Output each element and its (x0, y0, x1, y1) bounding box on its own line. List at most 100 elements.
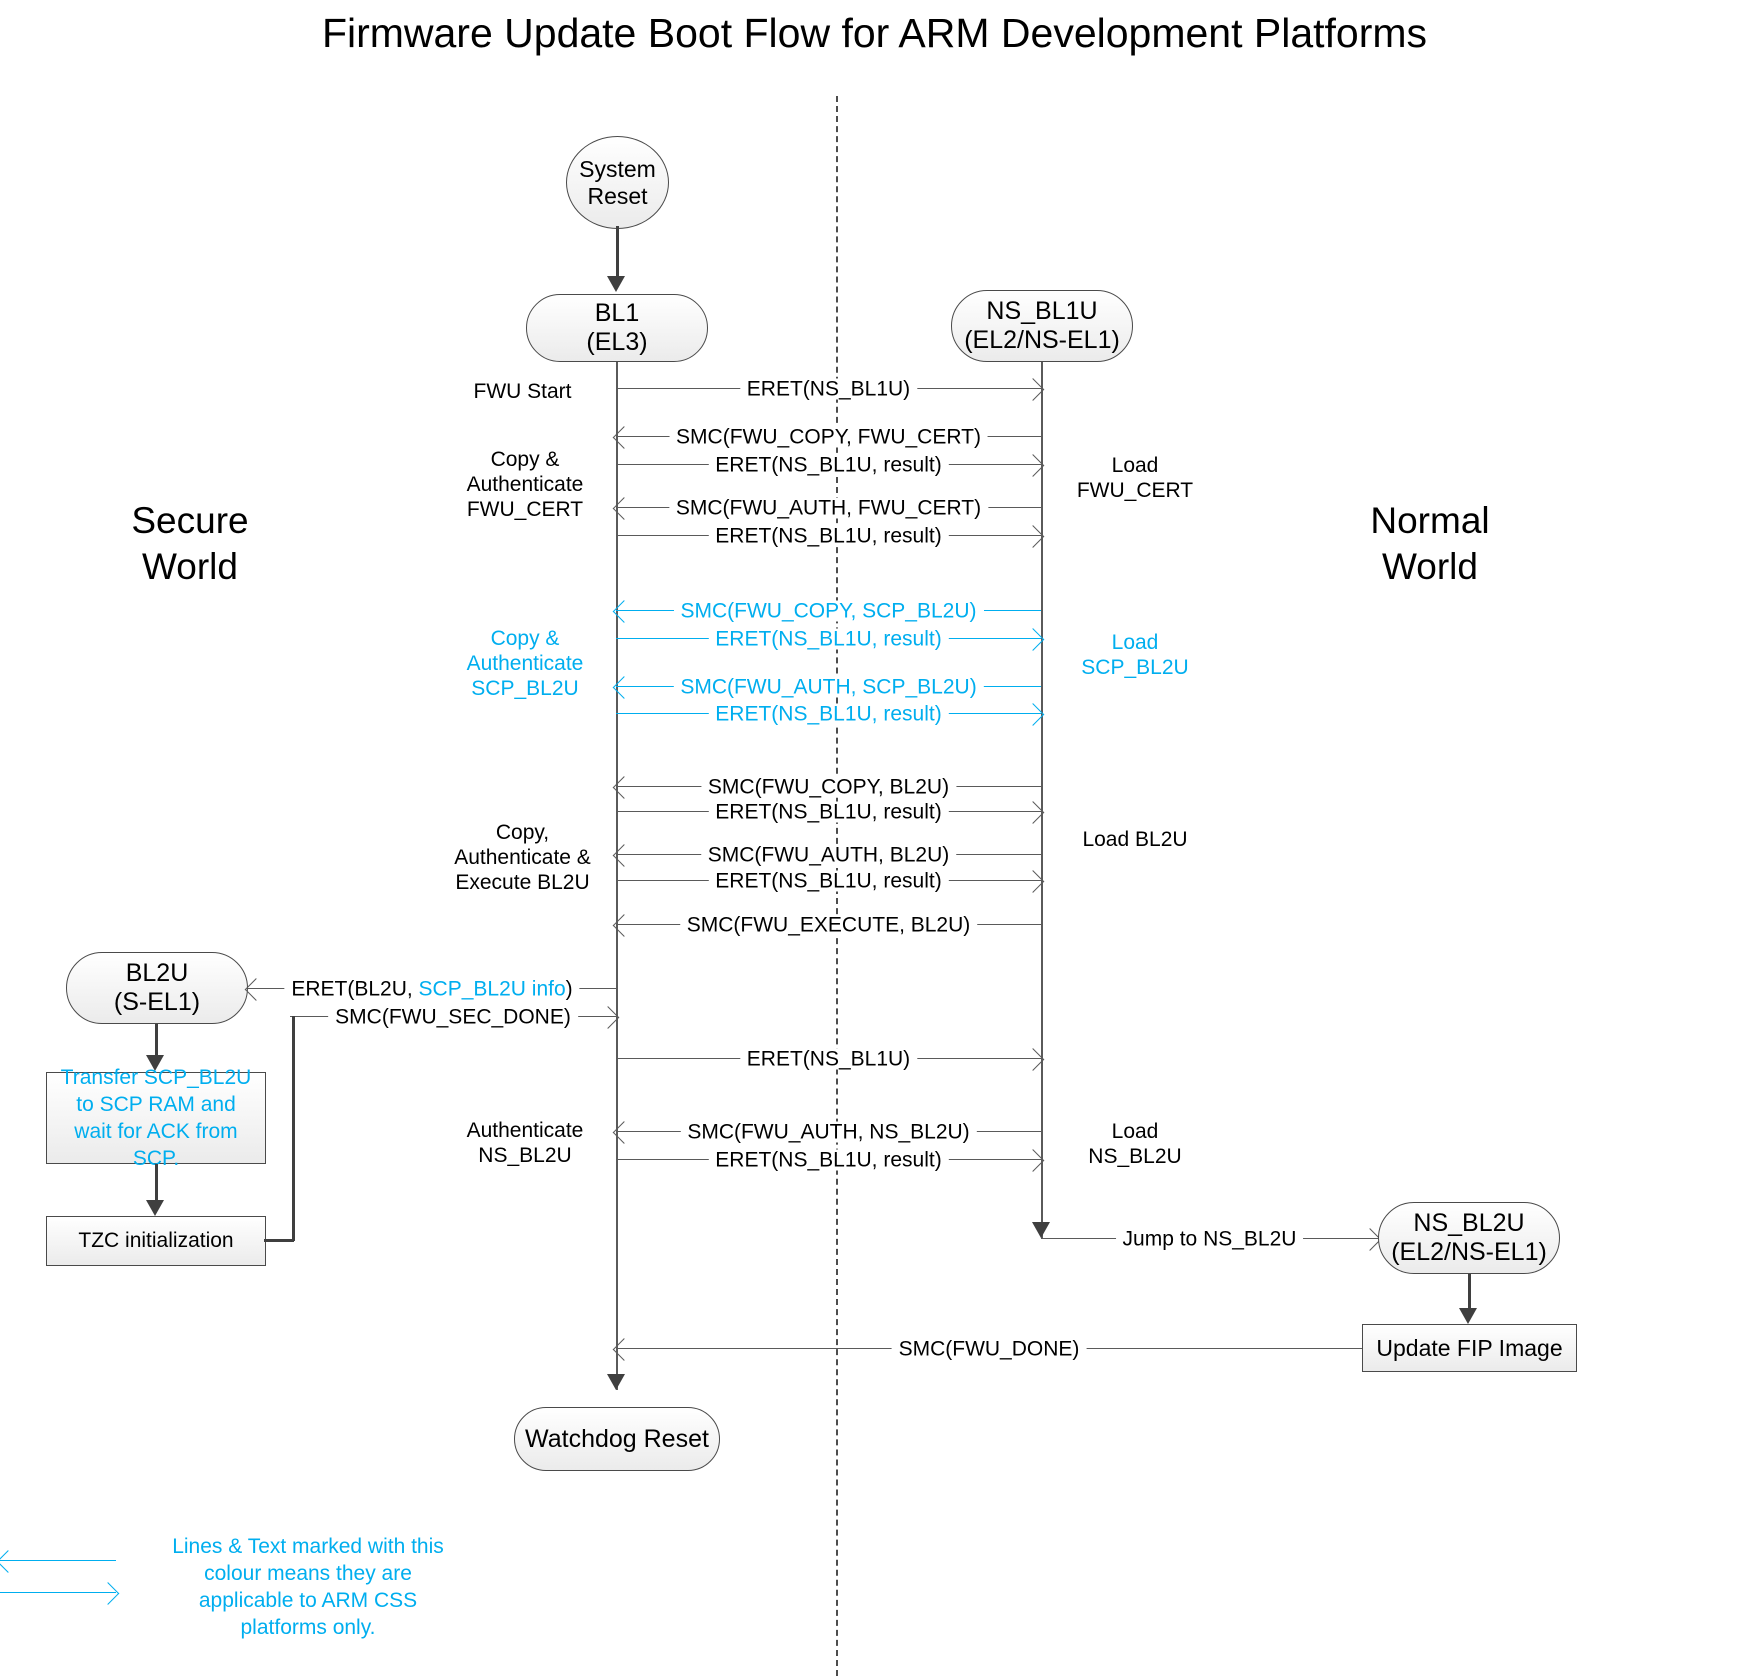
node-ns-bl1u-line1: NS_BL1U (986, 297, 1098, 325)
left-label-copy-auth-exec-bl2u: Copy, Authenticate & Execute BL2U (454, 821, 591, 894)
bl2u-to-transfer-line (155, 1024, 158, 1057)
node-ns-bl2u-line2: (EL2/NS-EL1) (1391, 1238, 1547, 1266)
message-m2: SMC(FWU_COPY, FWU_CERT) (612, 426, 1041, 449)
message-m11: ERET(NS_BL1U, result) (616, 801, 1045, 824)
eret-bl2u-prefix: ERET(BL2U, (291, 977, 419, 1001)
arrow-left-icon (244, 978, 268, 1001)
message-m15: ERET(NS_BL1U) (616, 1048, 1045, 1071)
message-m13-label: ERET(NS_BL1U, result) (708, 870, 949, 892)
message-m8-label: SMC(FWU_AUTH, SCP_BL2U) (673, 676, 984, 698)
message-m13: ERET(NS_BL1U, result) (616, 870, 1045, 893)
node-watchdog-reset[interactable]: Watchdog Reset (514, 1407, 720, 1471)
arrow-left-icon (0, 1550, 20, 1573)
node-tzc-initialization[interactable]: TZC initialization (46, 1216, 266, 1266)
message-m4-label: SMC(FWU_AUTH, FWU_CERT) (668, 497, 989, 519)
message-smc-fwu-sec-done: SMC(FWU_SEC_DONE) (290, 1006, 620, 1029)
message-m15-label: ERET(NS_BL1U) (739, 1048, 918, 1070)
left-label-copy-auth-fwu-cert: Copy & Authenticate FWU_CERT (466, 448, 584, 521)
lifeline-bl1 (616, 362, 618, 1390)
reset-to-bl1-arrowhead (607, 276, 625, 292)
node-transfer-scp-bl2u[interactable]: Transfer SCP_BL2U to SCP RAM and wait fo… (46, 1066, 266, 1170)
message-smc-fwu-done: SMC(FWU_DONE) (612, 1338, 1362, 1361)
message-m1: ERET(NS_BL1U) (616, 378, 1045, 401)
node-ns-bl2u[interactable]: NS_BL2U (EL2/NS-EL1) (1378, 1202, 1560, 1274)
normal-world-label: Normal World (1370, 500, 1490, 587)
eret-bl2u-suffix: ) (565, 977, 573, 1001)
node-system-reset[interactable]: System Reset (566, 136, 669, 229)
message-m12-label: SMC(FWU_AUTH, BL2U) (700, 844, 957, 866)
message-m7-label: ERET(NS_BL1U, result) (708, 628, 949, 650)
node-bl1-line1: BL1 (594, 299, 640, 327)
ns-bl2u-to-fip-line (1468, 1274, 1471, 1310)
message-m12: SMC(FWU_AUTH, BL2U) (612, 844, 1041, 867)
node-transfer-scp-bl2u-text: Transfer SCP_BL2U to SCP RAM and wait fo… (60, 1066, 252, 1170)
lifeline-ns-bl1u (1041, 362, 1043, 1238)
eret-bl2u-css-part: SCP_BL2U info (418, 977, 566, 1001)
message-m1-label: ERET(NS_BL1U) (739, 378, 918, 400)
message-m16: SMC(FWU_AUTH, NS_BL2U) (612, 1121, 1041, 1144)
bl1-to-watchdog-arrowhead (607, 1374, 625, 1390)
node-bl1-line2: (EL3) (586, 328, 648, 356)
message-m17: ERET(NS_BL1U, result) (616, 1149, 1045, 1172)
message-m11-label: ERET(NS_BL1U, result) (708, 801, 949, 823)
message-m10-label: SMC(FWU_COPY, BL2U) (700, 776, 957, 798)
message-m14: SMC(FWU_EXECUTE, BL2U) (612, 914, 1041, 937)
message-m9-label: ERET(NS_BL1U, result) (708, 703, 949, 725)
tzc-elbow-vertical (292, 1016, 295, 1241)
ns-bl2u-to-fip-arrowhead (1459, 1308, 1477, 1324)
node-system-reset-line1: System (579, 155, 656, 182)
bl2u-to-transfer-arrowhead (146, 1055, 164, 1071)
node-bl1[interactable]: BL1 (EL3) (526, 294, 708, 362)
legend-arrow-right (0, 1582, 120, 1605)
node-ns-bl2u-line1: NS_BL2U (1413, 1209, 1525, 1237)
message-m5: ERET(NS_BL1U, result) (616, 525, 1045, 548)
secure-world-label: Secure World (131, 500, 249, 587)
message-smc-fwu-sec-done-label: SMC(FWU_SEC_DONE) (328, 1006, 578, 1028)
message-eret-bl2u: ERET(BL2U, SCP_BL2U info) (244, 978, 616, 1001)
right-label-load-bl2u: Load BL2U (1082, 828, 1188, 851)
left-label-copy-auth-scp-bl2u: Copy & Authenticate SCP_BL2U (466, 627, 584, 700)
reset-to-bl1-line (616, 226, 619, 278)
message-m2-label: SMC(FWU_COPY, FWU_CERT) (669, 426, 988, 448)
message-m5-label: ERET(NS_BL1U, result) (708, 525, 949, 547)
message-m9: ERET(NS_BL1U, result) (616, 703, 1045, 726)
node-update-fip-image-text: Update FIP Image (1376, 1334, 1563, 1361)
message-m14-label: SMC(FWU_EXECUTE, BL2U) (679, 914, 978, 936)
message-m6-label: SMC(FWU_COPY, SCP_BL2U) (673, 600, 984, 622)
message-jump-to-ns-bl2u: Jump to NS_BL2U (1041, 1228, 1382, 1251)
node-ns-bl1u[interactable]: NS_BL1U (EL2/NS-EL1) (951, 290, 1133, 362)
message-m3-label: ERET(NS_BL1U, result) (708, 454, 949, 476)
node-ns-bl1u-line2: (EL2/NS-EL1) (964, 326, 1120, 354)
legend-text: Lines & Text marked with this colour mea… (172, 1535, 444, 1639)
message-m6: SMC(FWU_COPY, SCP_BL2U) (612, 600, 1041, 623)
transfer-to-tzc-line (155, 1164, 158, 1202)
node-update-fip-image[interactable]: Update FIP Image (1362, 1324, 1577, 1372)
node-system-reset-line2: Reset (587, 182, 648, 209)
message-m16-label: SMC(FWU_AUTH, NS_BL2U) (680, 1121, 977, 1143)
left-label-authenticate-ns-bl2u: Authenticate NS_BL2U (466, 1119, 584, 1167)
right-label-load-scp-bl2u: Load SCP_BL2U (1081, 631, 1189, 679)
message-m17-label: ERET(NS_BL1U, result) (708, 1149, 949, 1171)
node-bl2u[interactable]: BL2U (S-EL1) (66, 952, 248, 1024)
node-bl2u-line2: (S-EL1) (113, 988, 201, 1016)
message-m3: ERET(NS_BL1U, result) (616, 454, 1045, 477)
arrow-right-icon (96, 1582, 120, 1605)
message-m8: SMC(FWU_AUTH, SCP_BL2U) (612, 676, 1041, 699)
tzc-elbow-horizontal (264, 1239, 294, 1242)
left-label-fwu-start: FWU Start (473, 380, 572, 403)
page-title: Firmware Update Boot Flow for ARM Develo… (321, 10, 1428, 56)
message-m7: ERET(NS_BL1U, result) (616, 628, 1045, 651)
node-tzc-initialization-text: TZC initialization (78, 1229, 234, 1252)
transfer-to-tzc-arrowhead (146, 1200, 164, 1216)
message-m10: SMC(FWU_COPY, BL2U) (612, 776, 1041, 799)
right-label-load-ns-bl2u: Load NS_BL2U (1088, 1120, 1182, 1168)
message-m4: SMC(FWU_AUTH, FWU_CERT) (612, 497, 1041, 520)
message-smc-fwu-done-label: SMC(FWU_DONE) (891, 1338, 1087, 1360)
ns-bl1u-jump-arrowhead (1032, 1222, 1050, 1238)
legend-arrow-left (0, 1550, 116, 1573)
message-jump-to-ns-bl2u-label: Jump to NS_BL2U (1115, 1228, 1304, 1250)
message-eret-bl2u-label: ERET(BL2U, SCP_BL2U info) (284, 977, 580, 1001)
node-watchdog-reset-text: Watchdog Reset (525, 1424, 709, 1453)
node-bl2u-line1: BL2U (125, 959, 189, 987)
